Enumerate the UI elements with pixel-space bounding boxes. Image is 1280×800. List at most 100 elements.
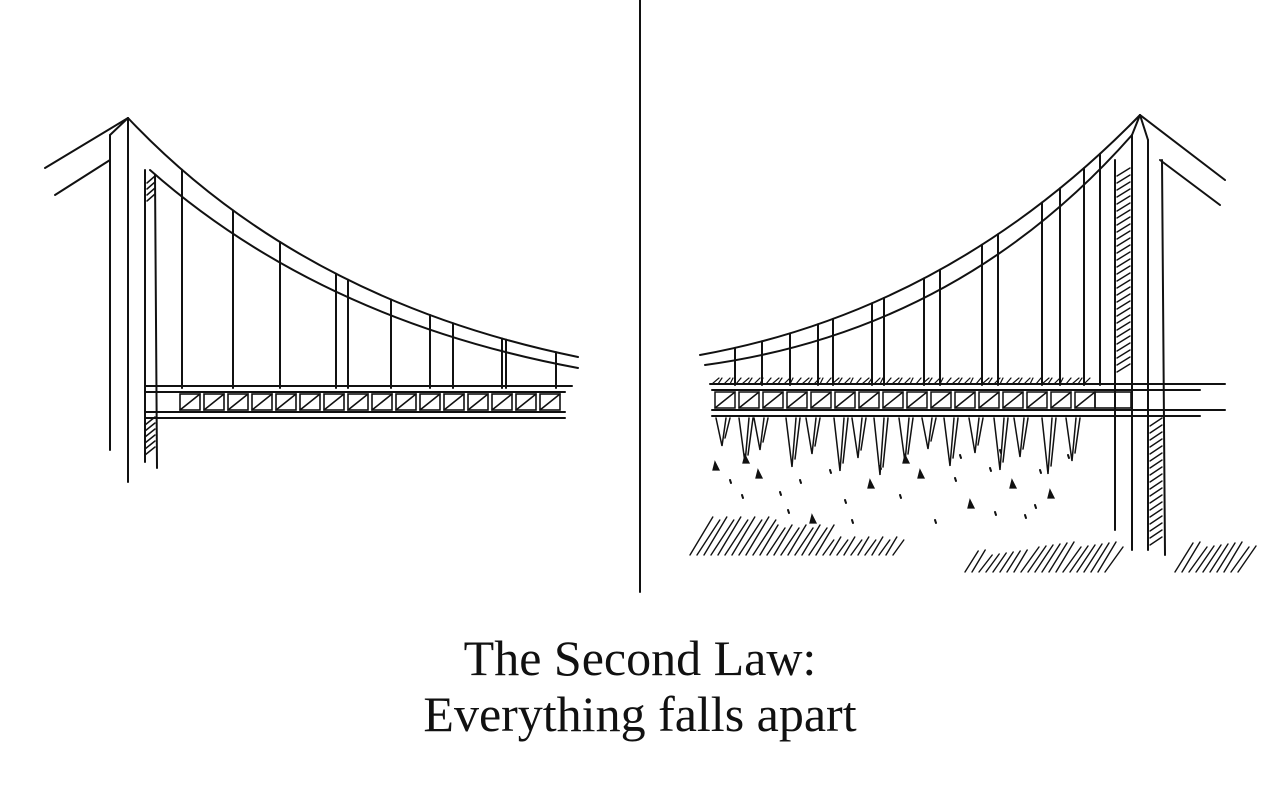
truss-panel — [395, 393, 417, 411]
ground-hatch — [710, 519, 735, 556]
ground-hatch — [885, 536, 898, 556]
ground-hatch — [801, 524, 821, 556]
truss-panel — [251, 393, 273, 411]
truss-panel — [882, 391, 904, 409]
fray — [711, 377, 720, 385]
fray — [1041, 377, 1050, 385]
debris-strand — [873, 417, 889, 476]
ground-hatch — [1020, 546, 1040, 573]
debris-speck — [799, 479, 802, 484]
ground-hatch — [999, 551, 1014, 573]
truss-diagonal — [299, 393, 321, 411]
hatch — [1149, 424, 1163, 434]
tower-post — [1161, 159, 1166, 556]
truss-panel — [978, 391, 1000, 409]
hatch — [1116, 223, 1131, 233]
debris-fragment — [712, 460, 721, 471]
fray — [813, 377, 821, 385]
fray — [969, 377, 974, 385]
fray — [837, 377, 843, 385]
ground-hatch — [1041, 543, 1061, 573]
fray — [1029, 377, 1034, 385]
fray — [819, 377, 824, 385]
hatch — [1116, 209, 1131, 219]
fray — [717, 377, 723, 385]
backstay-cable — [44, 117, 129, 169]
truss-panel — [930, 391, 952, 409]
hatch — [1149, 515, 1163, 525]
ground-hatch — [1216, 542, 1236, 573]
ground-hatch — [822, 539, 835, 556]
hatch — [1149, 473, 1163, 483]
truss-diagonal — [395, 393, 417, 411]
hatch — [1116, 293, 1131, 303]
hatch — [1116, 335, 1131, 345]
debris-strand — [993, 417, 1009, 471]
truss-panel — [227, 393, 249, 411]
fray — [801, 377, 810, 385]
fray — [777, 377, 783, 385]
truss-panel — [906, 391, 928, 409]
debris-speck — [1067, 454, 1070, 459]
debris-speck — [851, 519, 854, 524]
ground-hatch — [978, 554, 993, 573]
debris-fragment — [867, 478, 876, 489]
debris-speck — [741, 494, 744, 499]
debris-speck — [829, 469, 832, 474]
truss-diagonal — [347, 393, 369, 411]
fray — [735, 377, 742, 385]
debris-strand — [1041, 417, 1057, 475]
hatch — [144, 440, 156, 450]
truss-panel — [323, 393, 345, 411]
truss-panel — [714, 391, 736, 409]
ground-hatch — [864, 539, 877, 556]
ground-hatch — [1055, 541, 1075, 573]
hatch — [144, 428, 156, 438]
ground-hatch — [836, 539, 849, 556]
truss-panel — [299, 393, 321, 411]
debris-speck — [989, 467, 992, 472]
debris-strand — [833, 417, 849, 472]
truss-panel — [858, 391, 880, 409]
truss-diagonal — [1002, 391, 1024, 409]
debris-speck — [787, 509, 790, 514]
hatch — [1149, 487, 1163, 497]
hatch — [1116, 307, 1131, 317]
truss-panel — [738, 391, 760, 409]
ground-hatch — [766, 527, 786, 556]
hatch — [1116, 167, 1131, 177]
truss-panel — [179, 393, 201, 411]
hatch — [1149, 445, 1163, 455]
hatch — [144, 416, 156, 426]
main-cable — [699, 114, 1141, 356]
hatch — [1116, 265, 1131, 275]
fray — [1047, 377, 1053, 385]
truss-diagonal — [227, 393, 249, 411]
truss-diagonal — [539, 393, 561, 411]
debris-speck — [729, 479, 732, 484]
truss-panel — [1074, 391, 1096, 409]
truss-diagonal — [882, 391, 904, 409]
main-cable — [704, 134, 1133, 366]
truss-diagonal — [834, 391, 856, 409]
ground-hatch — [971, 549, 986, 573]
ground-hatch — [843, 536, 856, 556]
debris-strand — [805, 417, 821, 455]
fray — [927, 377, 933, 385]
hatch — [146, 175, 156, 184]
truss-panel — [539, 393, 561, 411]
hatch — [1116, 321, 1131, 331]
hatch — [146, 193, 156, 202]
truss-diagonal — [203, 393, 225, 411]
fray — [909, 377, 914, 385]
ground-hatch — [703, 516, 728, 556]
truss-diagonal — [371, 393, 393, 411]
hatch — [146, 181, 156, 190]
fray — [1011, 377, 1020, 385]
fray — [867, 377, 873, 385]
truss-diagonal — [419, 393, 441, 411]
ground-hatch — [1097, 541, 1117, 573]
ground-hatch — [1181, 541, 1201, 573]
ground-hatch — [752, 519, 777, 556]
fray — [1083, 377, 1091, 385]
